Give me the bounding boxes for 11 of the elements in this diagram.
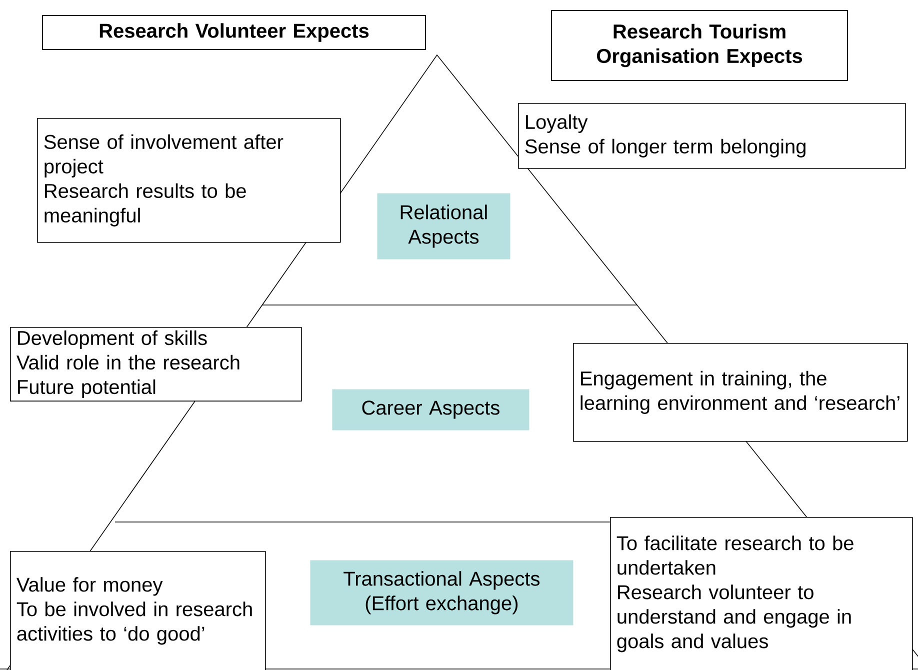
text-box: Sense of involvement after project Research results to be meaningful: [37, 118, 341, 243]
aspect-label: Transactional Aspects (Effort exchange): [310, 560, 574, 626]
aspect-label: Relational Aspects: [377, 193, 510, 260]
text-box: Engagement in training, the learning environment and ‘research’: [573, 343, 908, 442]
aspect-label: Career Aspects: [332, 389, 530, 430]
text-box: Development of skills Valid role in the research Future potential: [10, 327, 302, 402]
text-box: Value for money To be involved in research activities to ‘do good’: [10, 551, 266, 670]
title-box: Research Tourism Organisation Expects: [551, 10, 848, 81]
text-box: To facilitate research to be undertaken Research volunteer to understand and engage in goals and values: [610, 517, 913, 670]
title-box: Research Volunteer Expects: [42, 15, 426, 50]
text-box: Loyalty Sense of longer term belonging: [518, 103, 906, 169]
